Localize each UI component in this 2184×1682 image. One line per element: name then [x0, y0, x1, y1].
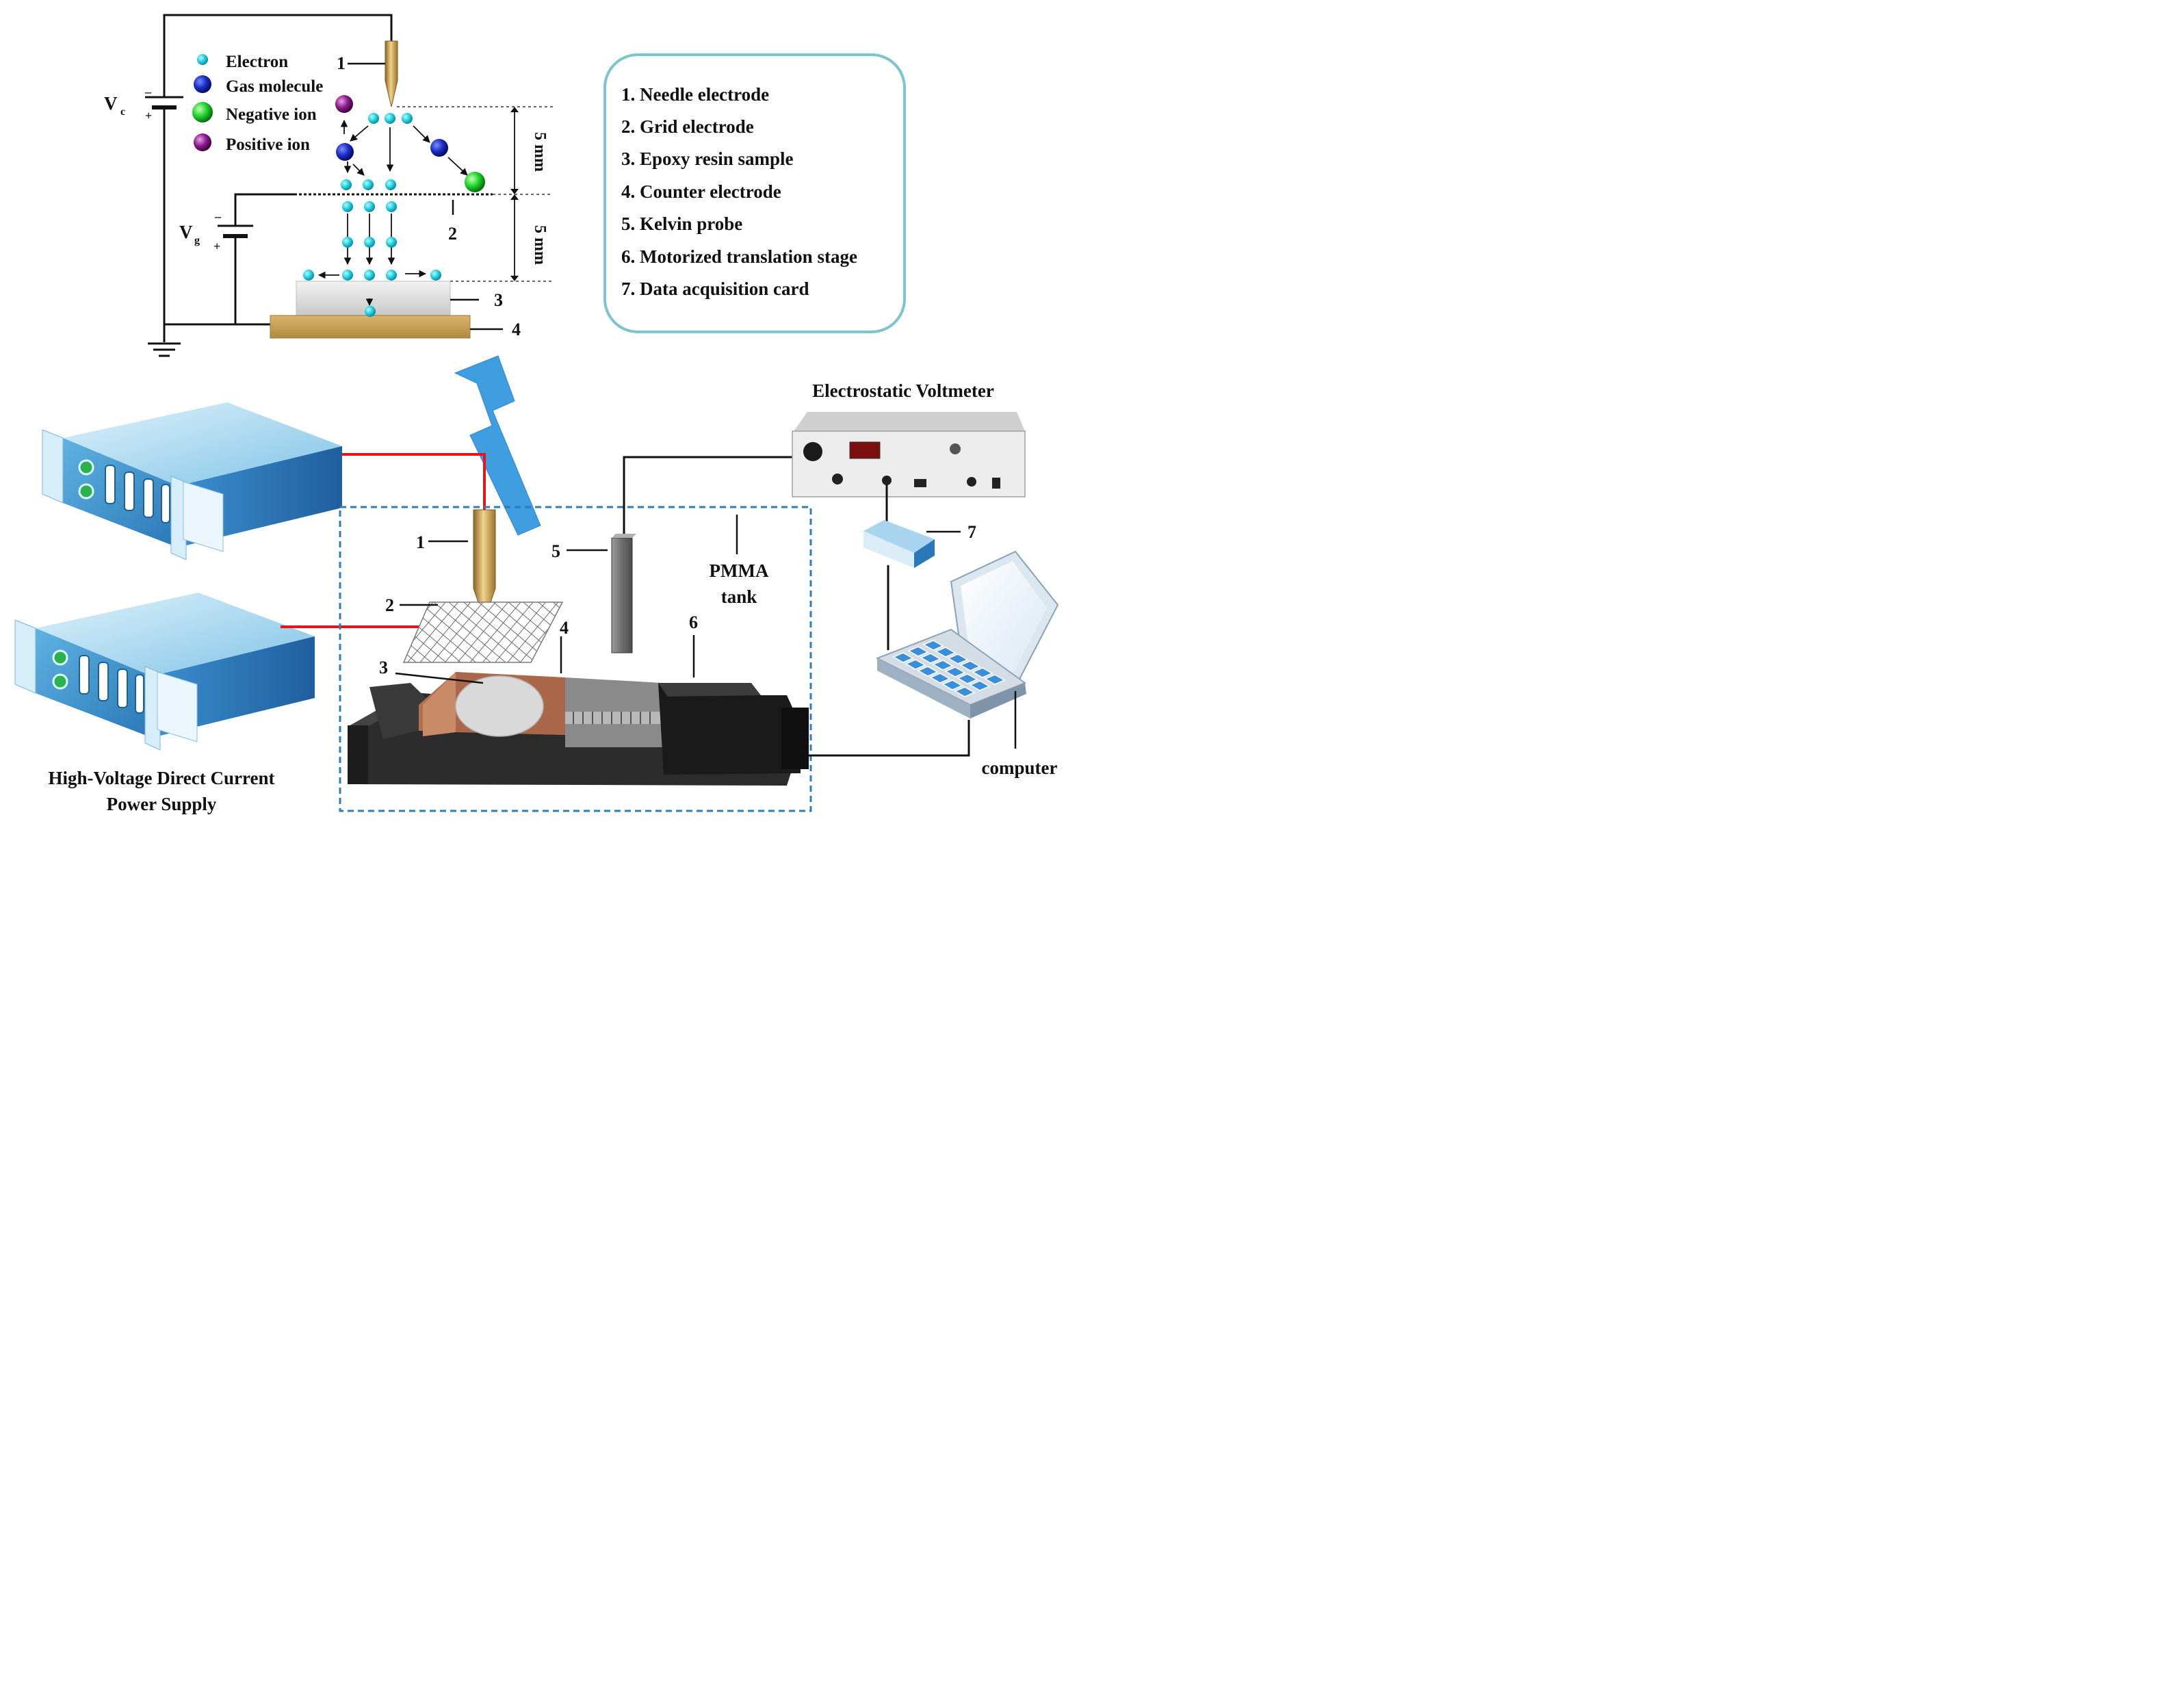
setup-sample-leader-line — [395, 672, 484, 684]
schematic-number-1: 1 — [337, 53, 346, 73]
ground-symbol — [148, 342, 181, 357]
data-acquisition-card — [863, 520, 935, 568]
legend-negative-ion-swatch — [192, 102, 213, 122]
setup-number-7: 7 — [967, 522, 976, 542]
power-supply-upper — [42, 402, 342, 560]
schematic-number-3: 3 — [494, 290, 503, 310]
setup-number-6: 6 — [689, 612, 698, 632]
gas-molecule-particle — [430, 139, 448, 157]
pmma-tank-label-line1: PMMA — [710, 560, 769, 581]
key-item-counter-electrode: 4. Counter electrode — [621, 181, 781, 202]
laptop-computer — [875, 550, 1059, 719]
negative-ion-particle — [465, 172, 485, 192]
upper-gap-label: 5 mm — [531, 132, 549, 172]
electron-particle — [368, 113, 379, 124]
vg-subscript: g — [194, 235, 200, 246]
probe-to-voltmeter-wire — [623, 456, 794, 538]
electron-particle — [342, 270, 353, 281]
vg-battery-symbol — [218, 224, 253, 238]
vc-top-wire — [163, 14, 393, 97]
key-item-epoxy-resin-sample: 3. Epoxy resin sample — [621, 148, 794, 169]
setup-number-4: 4 — [560, 618, 569, 638]
legend-negative-ion-label: Negative ion — [226, 105, 317, 124]
electron-particle — [386, 237, 397, 248]
key-item-kelvin-probe: 5. Kelvin probe — [621, 214, 742, 234]
electron-particle — [342, 201, 353, 212]
power-supply-label-line2: Power Supply — [107, 794, 217, 814]
zoom-arrow — [454, 355, 541, 536]
vc-subscript: c — [120, 106, 125, 118]
lower-gap-dimension — [510, 194, 519, 281]
vg-plus-sign: + — [213, 240, 220, 253]
electron-particle — [385, 113, 395, 124]
setup-epoxy-sample — [455, 675, 544, 737]
schematic-number-4: 4 — [512, 320, 521, 339]
pmma-tank-label-line2: tank — [721, 586, 757, 607]
electron-particle — [364, 237, 375, 248]
legend-gas-molecule-swatch — [194, 75, 211, 93]
counter-electrode-block — [270, 315, 471, 339]
legend-positive-ion-swatch — [194, 133, 211, 151]
electron-particle — [430, 270, 441, 281]
experimental-setup-figure: V c – + V g – + 1 2 — [0, 0, 1070, 840]
particle-flow-arrows — [317, 119, 468, 307]
electron-particle — [402, 113, 413, 124]
vg-minus-sign: – — [214, 209, 222, 223]
power-supply-lower — [14, 593, 315, 751]
component-key: 1. Needle electrode 2. Grid electrode 3.… — [603, 53, 906, 333]
key-box-border — [603, 53, 906, 333]
voltmeter-title: Electrostatic Voltmeter — [812, 380, 994, 401]
needle-electrode — [385, 40, 398, 107]
power-supply-label-line1: High-Voltage Direct Current — [49, 768, 275, 788]
particle-legend: Electron Gas molecule Negative ion Posit… — [192, 53, 323, 154]
legend-positive-ion-label: Positive ion — [226, 135, 310, 154]
key-item-grid-electrode: 2. Grid electrode — [621, 116, 754, 137]
corona-charging-schematic: V c – + V g – + 1 2 — [104, 14, 553, 357]
upper-gap-dimension — [510, 107, 519, 194]
gas-molecule-particle — [336, 143, 354, 161]
electrons — [303, 113, 441, 317]
electron-particle — [303, 270, 314, 281]
setup-number-5: 5 — [551, 541, 560, 561]
legend-electron-label: Electron — [226, 53, 288, 71]
electron-particle — [341, 179, 352, 190]
electron-particle — [342, 237, 353, 248]
setup-number-2: 2 — [385, 595, 394, 615]
key-item-needle-electrode: 1. Needle electrode — [621, 84, 769, 105]
electron-particle — [364, 201, 375, 212]
setup-number-1: 1 — [416, 532, 425, 552]
setup-number-3: 3 — [379, 658, 388, 677]
key-item-motorized-stage: 6. Motorized translation stage — [621, 246, 857, 267]
legend-gas-molecule-label: Gas molecule — [226, 77, 323, 96]
electron-particle — [363, 179, 374, 190]
setup-grid-mesh — [402, 601, 564, 663]
diagram-canvas: V c – + V g – + 1 2 — [14, 14, 1059, 814]
legend-electron-swatch — [197, 54, 208, 65]
lower-gap-label: 5 mm — [531, 225, 549, 265]
needle-power-wire — [342, 453, 486, 510]
computer-label: computer — [982, 758, 1058, 778]
electron-particle — [386, 270, 397, 281]
stage-to-computer-wire — [807, 720, 970, 757]
positive-ion-particle — [335, 95, 353, 113]
electron-particle — [364, 270, 375, 281]
grid-wire — [234, 193, 294, 226]
electrostatic-voltmeter — [792, 412, 1026, 497]
vc-plus-sign: + — [145, 109, 152, 122]
vc-battery-symbol — [145, 96, 183, 109]
pmma-tank-outline — [339, 506, 812, 812]
vg-label: V — [179, 222, 193, 242]
vc-label: V — [104, 93, 118, 114]
kelvin-probe — [611, 537, 633, 654]
electron-particle — [365, 306, 376, 317]
key-item-data-acquisition-card: 7. Data acquisition card — [621, 279, 809, 299]
motorized-translation-stage — [348, 672, 809, 786]
electron-particle — [385, 179, 396, 190]
electron-particle — [386, 201, 397, 212]
vc-minus-sign: – — [144, 85, 152, 99]
schematic-number-2: 2 — [448, 224, 457, 244]
